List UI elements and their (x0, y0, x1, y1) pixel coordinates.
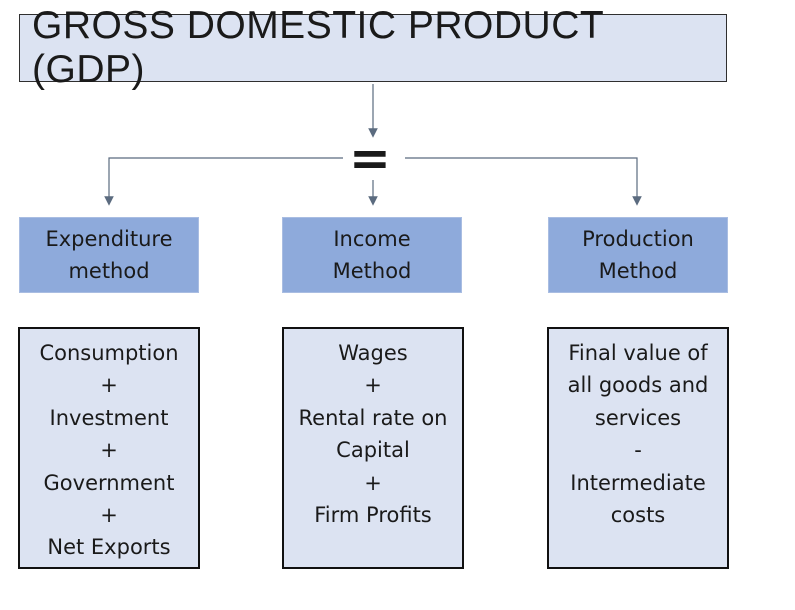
component-line: Final value of (568, 341, 708, 365)
component-line: Intermediate (570, 470, 706, 495)
expenditure-components-box: Consumption + Investment + Government + … (18, 327, 200, 569)
component-line: - (634, 438, 642, 463)
equals-to-production-arrow (405, 157, 642, 206)
component-line: Rental rate on (298, 405, 448, 430)
component-line: Investment (49, 405, 169, 430)
expenditure-method-box: Expenditure method (19, 217, 199, 293)
equals-sign: = (349, 129, 391, 187)
component-line: Government (43, 470, 175, 495)
component-line: Capital (336, 438, 410, 463)
equals-to-expenditure-arrow (104, 157, 343, 206)
component-line: Consumption (39, 341, 179, 365)
component-line: all goods and (567, 373, 709, 398)
gdp-title-box: GROSS DOMESTIC PRODUCT (GDP) (19, 4, 727, 91)
component-line: + (100, 503, 118, 528)
component-line: costs (610, 503, 666, 528)
method-label: Production Method (582, 227, 694, 283)
production-method-box: Production Method (548, 217, 728, 293)
component-line: services (594, 405, 682, 430)
component-line: + (364, 373, 382, 398)
component-line: Net Exports (47, 535, 171, 560)
component-line: Firm Profits (314, 503, 432, 528)
component-line: + (100, 438, 118, 463)
method-label: Expenditure method (45, 227, 173, 283)
component-line: + (364, 470, 382, 495)
component-line: Wages (338, 341, 408, 365)
component-line: + (100, 373, 118, 398)
income-components-box: Wages + Rental rate on Capital + Firm Pr… (282, 327, 464, 569)
income-method-box: Income Method (282, 217, 462, 293)
production-components-box: Final value of all goods and services - … (547, 327, 729, 569)
page-title: GROSS DOMESTIC PRODUCT (GDP) (32, 4, 604, 91)
method-label: Income Method (332, 227, 412, 283)
